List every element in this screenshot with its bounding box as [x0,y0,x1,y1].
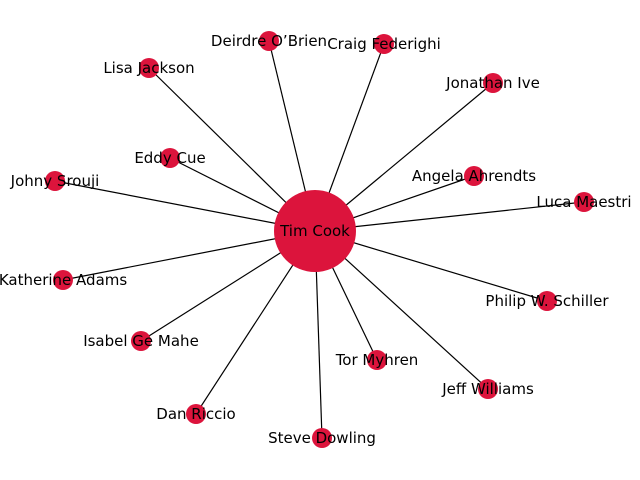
label-lisa-jackson: Lisa Jackson [103,59,194,77]
label-philip-w-schiller: Philip W. Schiller [485,292,609,310]
node-jonathan-ive [483,73,503,93]
label-angela-ahrendts: Angela Ahrendts [412,167,536,185]
label-craig-federighi: Craig Federighi [327,35,441,53]
label-steve-dowling: Steve Dowling [268,429,376,447]
edge-luca-maestri [314,201,585,232]
node-deirdre-obrien [259,31,279,51]
edge-katherine-adams [62,230,316,281]
label-tor-myhren: Tor Myhren [335,351,419,369]
node-tor-myhren [367,350,387,370]
label-jonathan-ive: Jonathan Ive [445,74,540,92]
node-craig-federighi [374,34,394,54]
node-isabel-ge-mahe [131,331,151,351]
node-angela-ahrendts [464,166,484,186]
node-tim-cook [274,190,356,272]
label-isabel-ge-mahe: Isabel Ge Mahe [83,332,199,350]
label-jeff-williams: Jeff Williams [441,380,534,398]
label-johny-srouji: Johny Srouji [10,172,100,190]
node-johny-srouji [45,171,65,191]
label-dan-riccio: Dan Riccio [156,405,235,423]
node-lisa-jackson [139,58,159,78]
node-luca-maestri [574,192,594,212]
node-steve-dowling [312,428,332,448]
nodes [45,31,594,448]
edge-johny-srouji [54,180,316,232]
node-katherine-adams [53,270,73,290]
label-luca-maestri: Luca Maestri [536,193,631,211]
node-eddy-cue [160,148,180,168]
label-katherine-adams: Katherine Adams [0,271,127,289]
node-dan-riccio [186,404,206,424]
label-tim-cook: Tim Cook [279,222,350,240]
node-philip-w-schiller [537,291,557,311]
label-deirdre-obrien: Deirdre O’Brien [211,32,327,50]
node-jeff-williams [478,379,498,399]
label-eddy-cue: Eddy Cue [134,149,205,167]
